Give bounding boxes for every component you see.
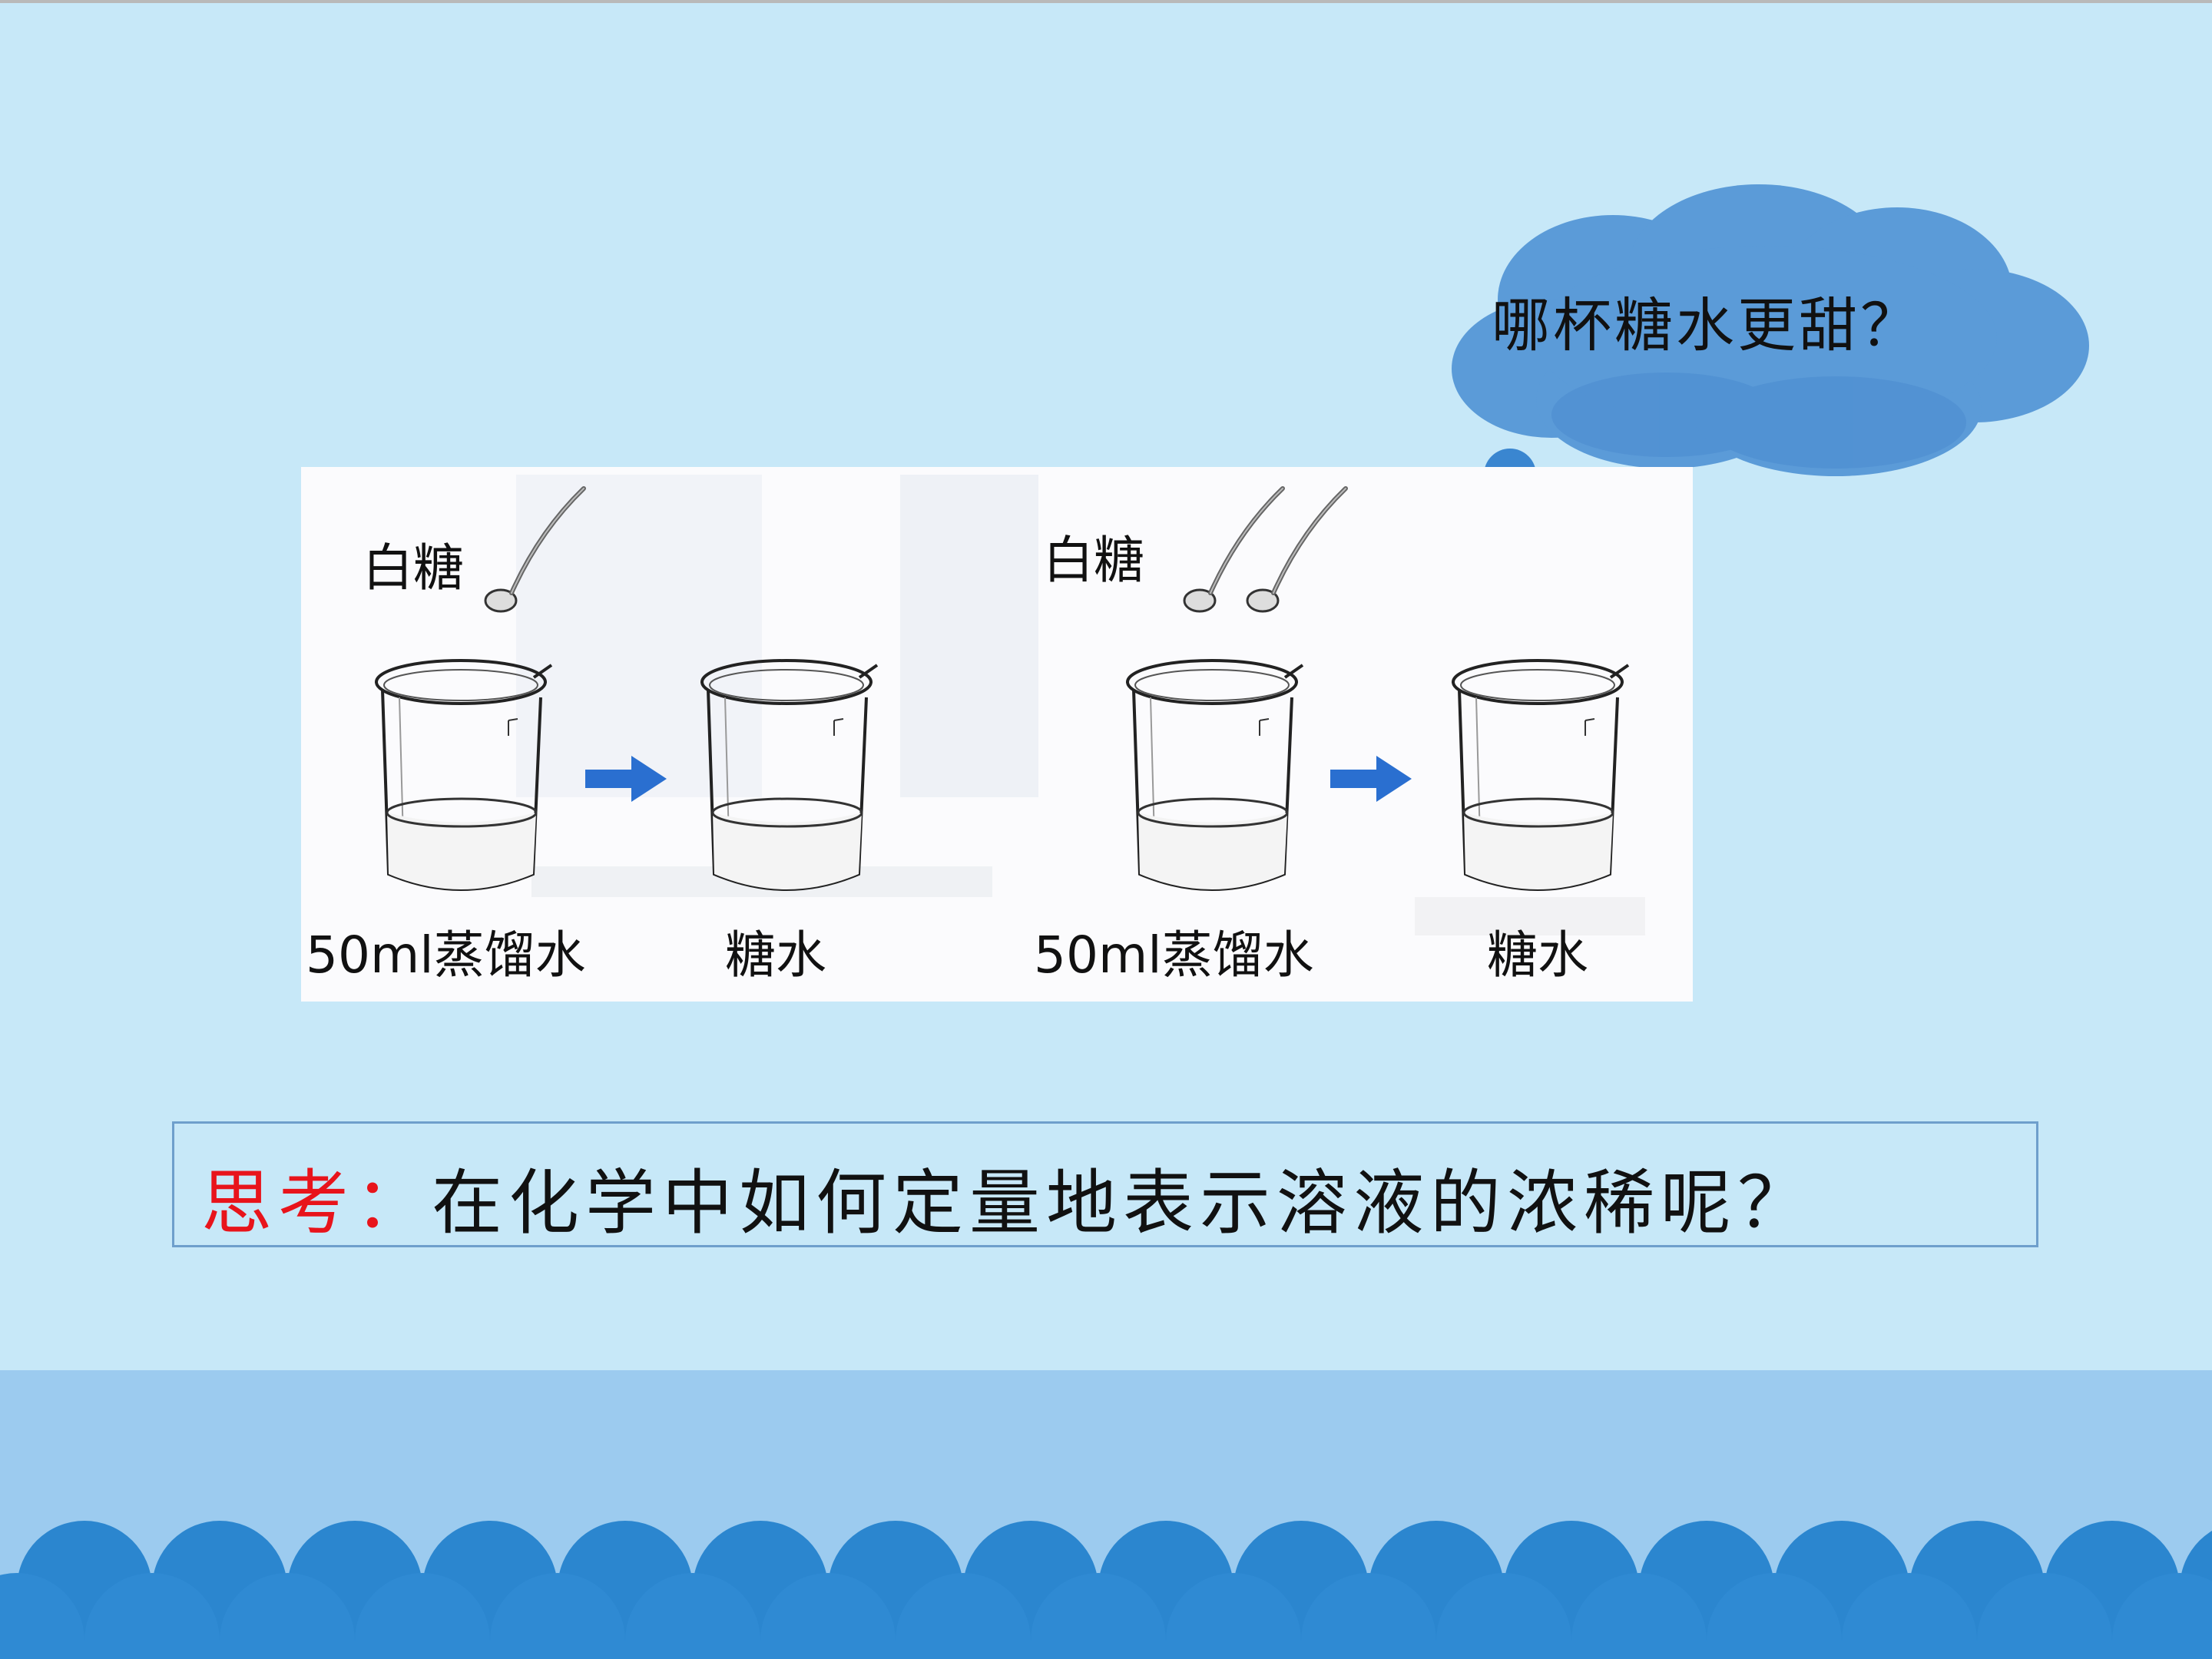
wave-scallop (1436, 1573, 1571, 1659)
experiment-drawing (375, 475, 1645, 935)
wave-scallop (896, 1573, 1031, 1659)
wave-scallop (1571, 1573, 1707, 1659)
wave-scallop (84, 1573, 220, 1659)
question-box (172, 1121, 2038, 1247)
result-label-2: 糖水 (1487, 926, 1588, 985)
wave-scallop (1301, 1573, 1436, 1659)
wave-scallop (1977, 1573, 2112, 1659)
question-line: 思考：在化学中如何定量地表示溶液的浓稀呢？ (201, 1146, 1814, 1248)
wave-scallop (1166, 1573, 1301, 1659)
wave-scallop (490, 1573, 625, 1659)
wave-scallop (2112, 1573, 2212, 1659)
wave-scallop (0, 1573, 84, 1659)
experiment-illustration: 白糖 白糖 50ml蒸馏水 糖水 50ml蒸馏水 糖水 (301, 467, 1693, 1002)
thought-cloud (1452, 184, 2089, 476)
question-text: 在化学中如何定量地表示溶液的浓稀呢？ (432, 1162, 1815, 1244)
wave-scallop (1707, 1573, 1842, 1659)
wave-scallop (220, 1573, 355, 1659)
wave-scallop (760, 1573, 896, 1659)
wave-scallop (355, 1573, 490, 1659)
sugar-label-2: 白糖 (1043, 531, 1144, 590)
water-label-2: 50ml蒸馏水 (1034, 926, 1314, 985)
wave-scallop (1031, 1573, 1166, 1659)
water-label-1: 50ml蒸馏水 (306, 926, 586, 985)
cloud-question: 哪杯糖水更甜？ (1492, 291, 1922, 359)
wave-scallop (1842, 1573, 1977, 1659)
top-border (0, 0, 2212, 3)
result-label-1: 糖水 (725, 926, 826, 985)
beaker-4 (1452, 659, 1630, 891)
wave-base (0, 1641, 2212, 1659)
wave-scallop (625, 1573, 760, 1659)
beaker-3 (1126, 659, 1304, 891)
sugar-label-1: 白糖 (363, 538, 464, 598)
wave-decoration (0, 1521, 2212, 1659)
arrow-2 (1330, 756, 1412, 802)
question-lead: 思考： (201, 1162, 432, 1244)
